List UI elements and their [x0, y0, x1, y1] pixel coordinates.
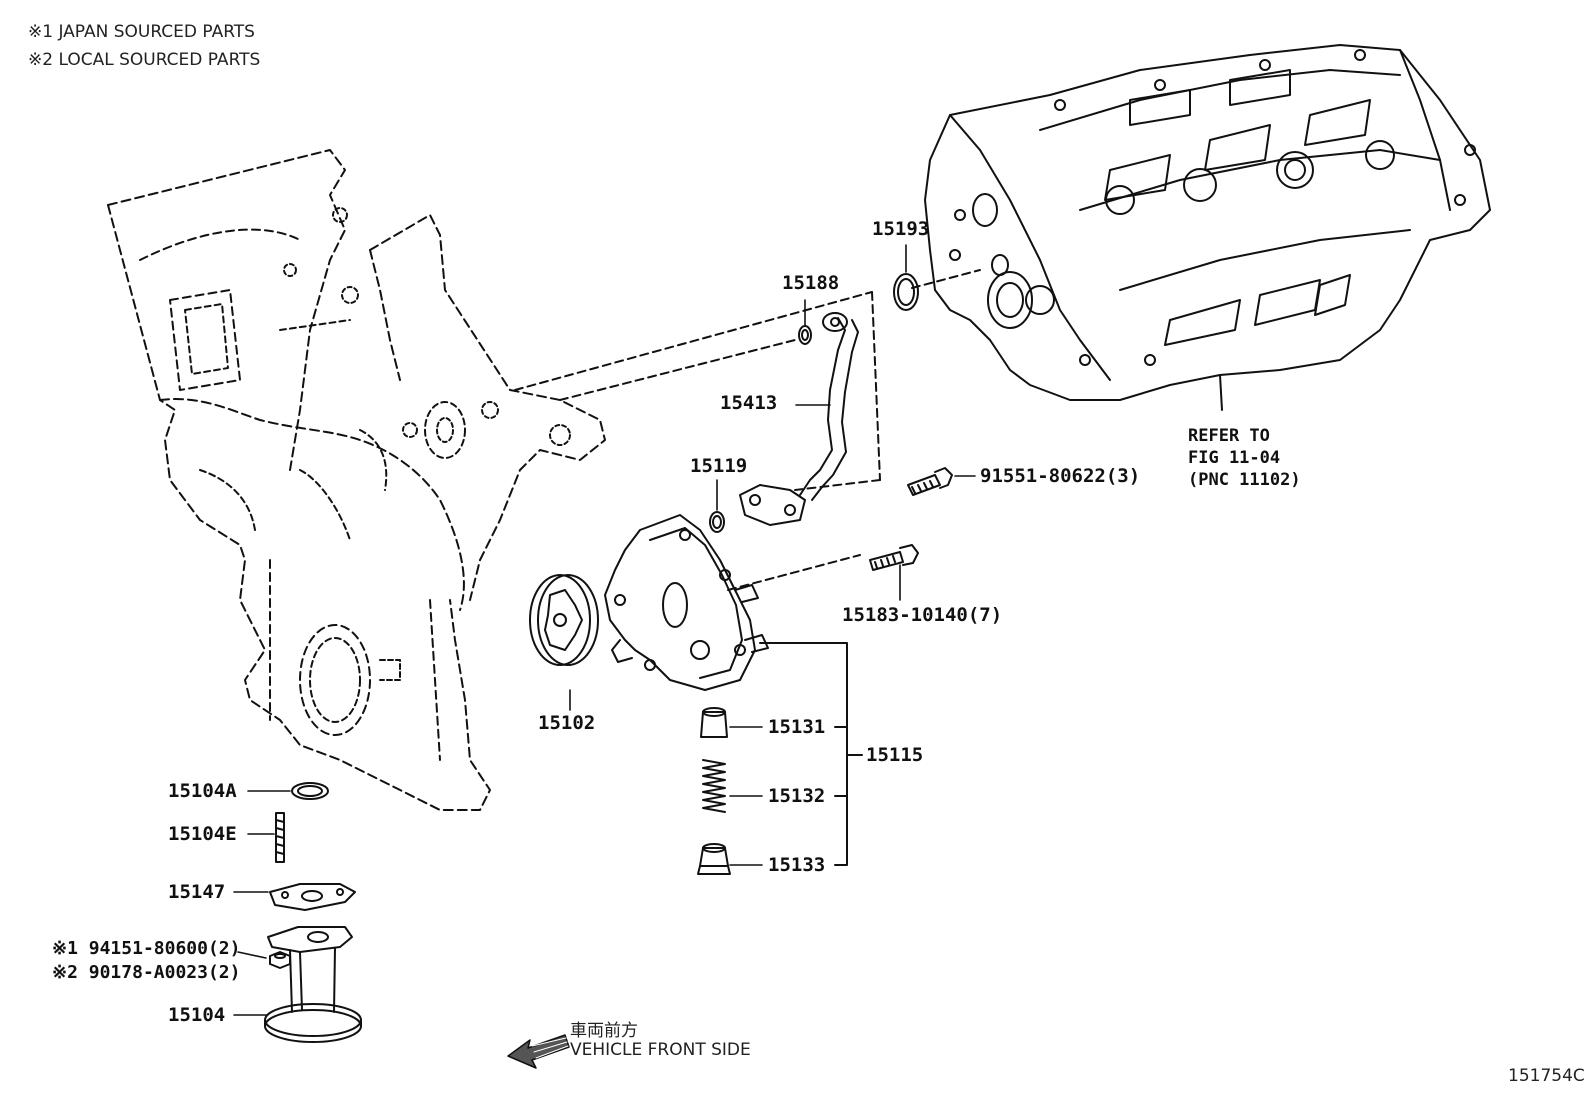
label-15413[interactable]: 15413	[720, 392, 778, 414]
o-ring-15188	[798, 325, 812, 345]
o-ring-15119	[709, 511, 725, 533]
label-15102[interactable]: 15102	[538, 712, 596, 734]
label-15104[interactable]: 15104	[168, 1004, 226, 1026]
stud-15104E	[275, 812, 285, 863]
vehicle-front-arrow-icon	[507, 1034, 570, 1069]
rotor-15102	[529, 574, 599, 666]
relief-valve-plug-15133	[697, 843, 731, 875]
label-15193[interactable]: 15193	[872, 218, 930, 240]
label-15188[interactable]: 15188	[782, 272, 840, 294]
label-15119[interactable]: 15119	[690, 455, 748, 477]
figure-id: 151754C	[1508, 1066, 1585, 1086]
label-15132[interactable]: 15132	[768, 785, 826, 807]
bolt-91551	[907, 467, 953, 496]
label-15147[interactable]: 15147	[168, 881, 226, 903]
oil-strainer-15104	[264, 926, 362, 1043]
vehicle-front-label-en: VEHICLE FRONT SIDE	[570, 1040, 751, 1060]
label-15104E[interactable]: 15104E	[168, 823, 237, 845]
cylinder-head	[924, 44, 1491, 411]
oil-pump-body-15115	[604, 514, 769, 691]
label-15115[interactable]: 15115	[866, 744, 924, 766]
group-bracket-15115	[759, 642, 863, 866]
refer-line-2: FIG 11-04	[1188, 448, 1281, 468]
gasket-15147	[269, 883, 356, 911]
legend-note-japan: ※1 JAPAN SOURCED PARTS	[28, 22, 255, 42]
timing-chain-cover	[107, 149, 606, 811]
label-94151[interactable]: ※1 94151-80600(2)	[52, 938, 241, 959]
label-15183[interactable]: 15183-10140(7)	[842, 604, 1003, 626]
label-91551[interactable]: 91551-80622(3)	[980, 465, 1141, 487]
refer-line-3: (PNC 11102)	[1188, 470, 1301, 490]
bolt-15183	[869, 544, 919, 571]
relief-valve-spring-15132	[702, 759, 726, 813]
leader-lines	[233, 244, 976, 1016]
oil-pipe-15413	[739, 312, 859, 526]
relief-valve-plunger-15131	[700, 707, 728, 738]
nut-94151	[269, 951, 291, 969]
o-ring-15193	[893, 273, 919, 311]
vehicle-front-label-jp: 車両前方	[570, 1021, 638, 1041]
refer-to-note: REFER TO FIG 11-04 (PNC 11102)	[1188, 425, 1301, 491]
label-15131[interactable]: 15131	[768, 716, 826, 738]
o-ring-15104A	[291, 782, 329, 800]
label-15133[interactable]: 15133	[768, 854, 826, 876]
legend-note-local: ※2 LOCAL SOURCED PARTS	[28, 50, 261, 70]
refer-line-1: REFER TO	[1188, 426, 1270, 446]
label-90178[interactable]: ※2 90178-A0023(2)	[52, 962, 241, 983]
reference-dashed-lines	[514, 269, 981, 591]
label-15104A[interactable]: 15104A	[168, 780, 237, 802]
